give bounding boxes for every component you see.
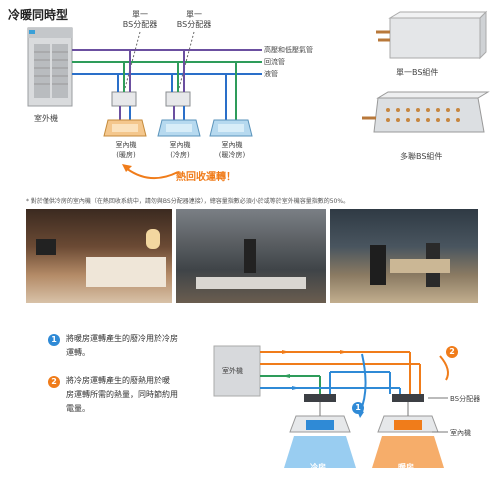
bottom-number-1: 1 — [352, 402, 364, 414]
bs-label-left: 單一 BS分配器 — [118, 10, 162, 30]
legend-number-2: 2 — [48, 376, 60, 388]
outdoor-unit-label: 室外機 — [34, 114, 58, 123]
photo-hotel-lobby — [330, 209, 478, 303]
bs-unit-right — [165, 50, 191, 107]
bottom-number-2: 2 — [446, 346, 458, 358]
legend-text-2-line2: 房運轉所需的熱量，同時節約用 — [66, 390, 178, 399]
bottom-cool-label: 冷房 — [310, 463, 326, 472]
indoor-unit-heating — [103, 119, 147, 137]
outdoor-unit-illustration — [27, 27, 73, 107]
bottom-indoor-label: 室內機 — [450, 429, 471, 437]
bs-label-right-line1: 單一 — [186, 10, 202, 19]
legend-text-1-line2: 運轉。 — [66, 348, 90, 357]
indoor-label-cooling: 室內機 (冷房) — [158, 140, 202, 160]
multi-bs-caption: 多聯BS組件 — [400, 152, 443, 161]
indoor-cassette-cooling — [289, 402, 351, 433]
indoor-label-cooling-heating: 室內機 (暖冷房) — [210, 140, 254, 160]
heat-recovery-schematic — [27, 27, 262, 179]
indoor-unit-cooling-heating — [209, 119, 253, 137]
pipe-label-liquid: 液管 — [264, 70, 278, 78]
pipe-label-return: 回流管 — [264, 58, 285, 66]
bottom-bs-label: BS分配器 — [450, 395, 481, 403]
heat-recovery-label: 熱回收運轉！ — [176, 172, 236, 183]
pipe-legend: 高壓和低壓氣管 回流管 液管 — [264, 45, 313, 81]
indoor-label-cooling-line1: 室內機 — [169, 141, 191, 149]
single-bs-unit-image — [376, 10, 488, 60]
bs-label-left-line1: 單一 — [132, 10, 148, 19]
single-bs-caption: 單一BS組件 — [396, 68, 439, 77]
legend-text-2-line3: 電量。 — [66, 404, 90, 413]
photo-restaurant — [176, 209, 326, 303]
legend-text-2: 將冷房運轉產生的廢熱用於暖 房運轉所需的熱量，同時節約用 電量。 — [66, 374, 178, 416]
legend-number-1: 1 — [48, 334, 60, 346]
page-title: 冷暖同時型 — [8, 8, 69, 22]
indoor-label-ch-line2: (暖冷房) — [218, 151, 246, 159]
pipe-label-gas: 高壓和低壓氣管 — [264, 46, 313, 54]
bs-label-right: 單一 BS分配器 — [172, 10, 216, 30]
bottom-heat-label: 暖房 — [398, 463, 414, 472]
cool-heat-flow-diagram — [213, 345, 449, 468]
indoor-label-heating: 室內機 (暖房) — [104, 140, 148, 160]
bs-label-right-line2: BS分配器 — [176, 20, 212, 29]
capacity-note: * 對於僅供冷房的室內機（在熱回收系統中，請勿與BS分配器連接），總容量指數必須… — [26, 198, 350, 205]
main-pipes — [72, 49, 262, 75]
bs-label-left-line2: BS分配器 — [122, 20, 158, 29]
bs-unit-left — [111, 50, 137, 107]
indoor-label-heating-line2: (暖房) — [116, 151, 136, 159]
indoor-cassette-heating — [377, 402, 439, 433]
heat-recovery-arrow — [125, 167, 179, 179]
legend-text-1: 將暖房運轉產生的廢冷用於冷房 運轉。 — [66, 332, 178, 360]
multi-bs-unit-image — [362, 91, 490, 133]
indoor-unit-cooling — [157, 119, 201, 137]
photo-hotel-bedroom — [26, 209, 172, 303]
indoor-label-cooling-line2: (冷房) — [170, 151, 190, 159]
indoor-label-ch-line1: 室內機 — [221, 141, 243, 149]
legend-text-2-line1: 將冷房運轉產生的廢熱用於暖 — [66, 376, 170, 385]
bottom-outdoor-label: 室外機 — [222, 367, 243, 375]
legend-text-1-line1: 將暖房運轉產生的廢冷用於冷房 — [66, 334, 178, 343]
indoor-label-heating-line1: 室內機 — [115, 141, 137, 149]
